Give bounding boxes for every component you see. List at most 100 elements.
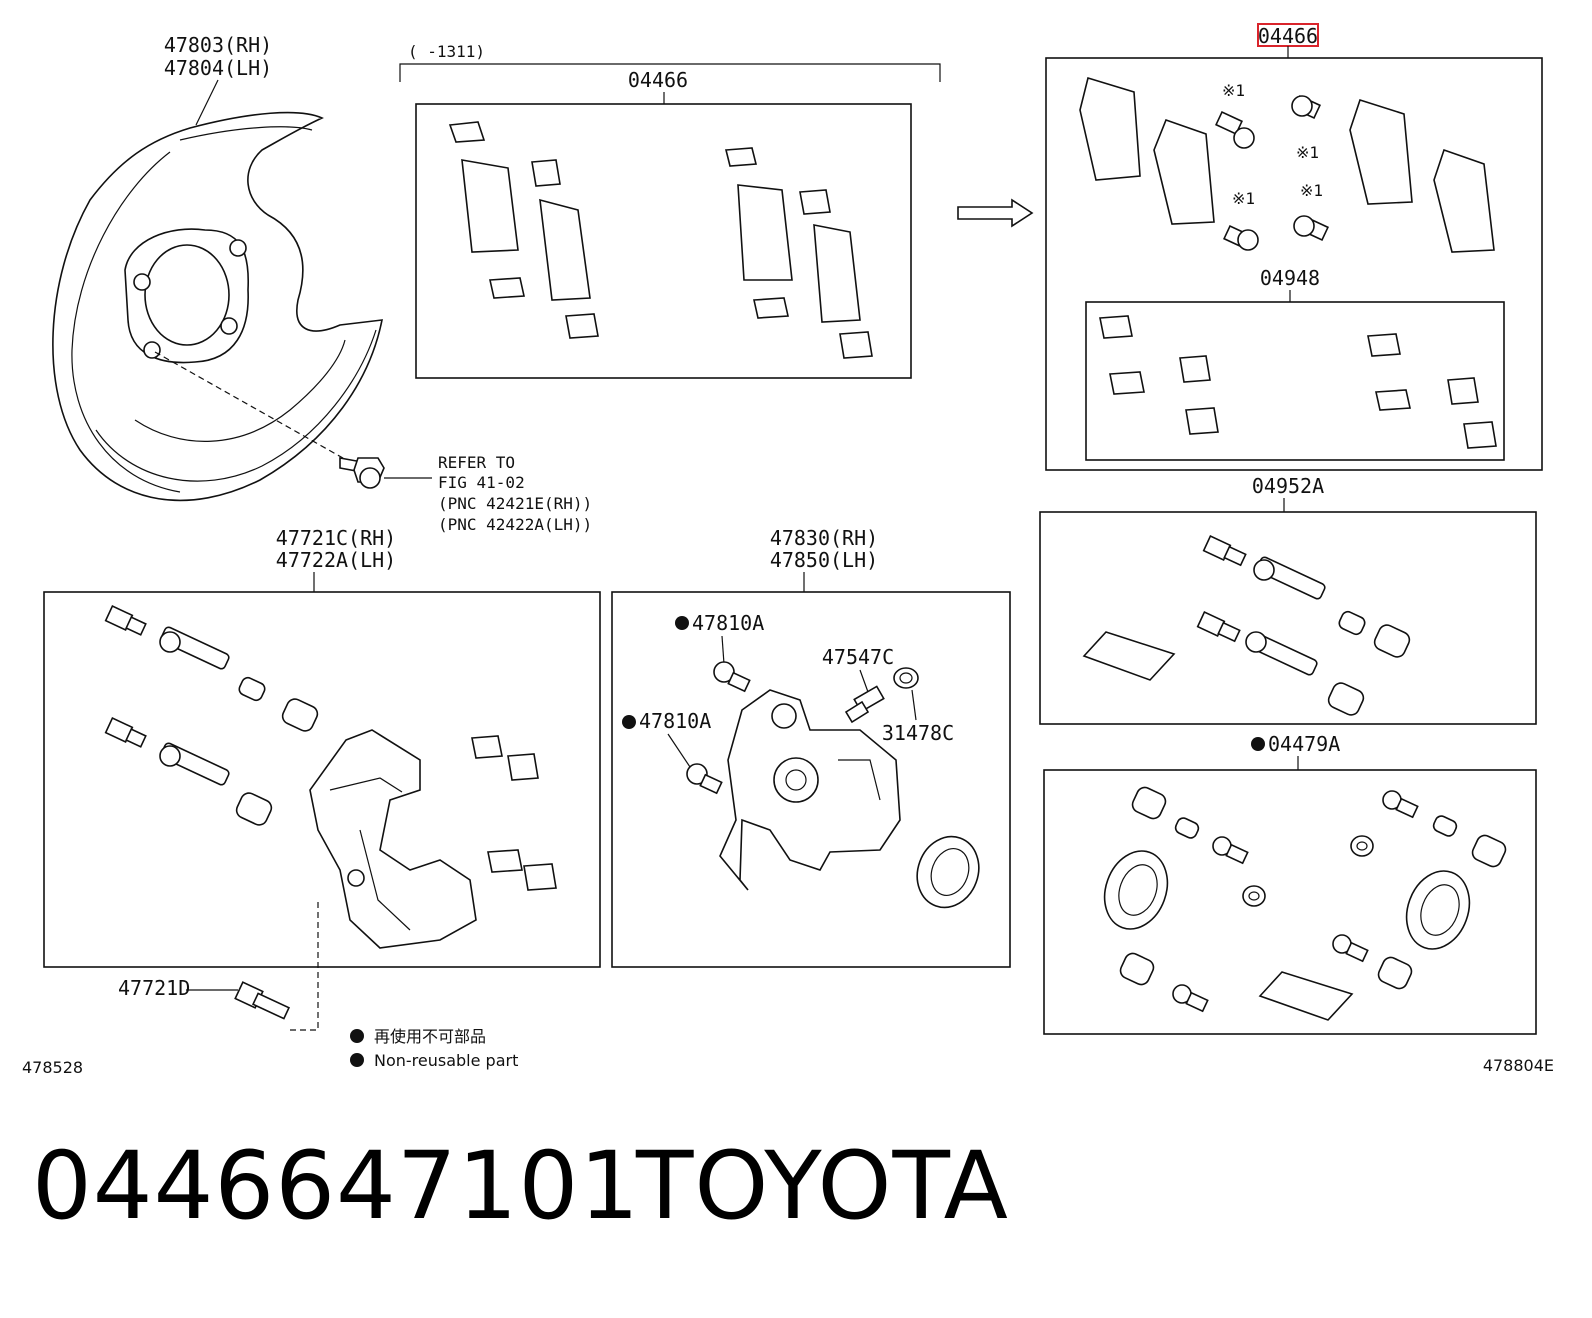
boot bbox=[1338, 610, 1366, 636]
shim-clip bbox=[753, 297, 789, 319]
boot bbox=[1174, 817, 1200, 839]
shim-clip bbox=[1463, 421, 1497, 449]
caliper-bolt bbox=[713, 661, 751, 693]
shim-clip bbox=[507, 753, 539, 781]
slide-pin bbox=[1202, 535, 1247, 567]
brake-pad bbox=[1349, 98, 1413, 205]
label-cap[interactable]: 31478C bbox=[882, 721, 954, 745]
shim-clip bbox=[839, 331, 873, 359]
star-note-4: ※1 bbox=[1300, 181, 1323, 200]
label-bolt-a2[interactable]: 47810A bbox=[639, 709, 711, 733]
shim-clip bbox=[1185, 407, 1219, 435]
boot bbox=[235, 792, 273, 826]
label-slide-kit[interactable]: 04952A bbox=[1252, 474, 1324, 498]
slide-pin bbox=[1245, 631, 1318, 676]
label-cyl-rh[interactable]: 47830(RH) bbox=[770, 526, 878, 550]
shim-clip bbox=[1099, 315, 1133, 339]
label-bushing[interactable]: 47721D bbox=[118, 976, 190, 1000]
label-seal-kit[interactable]: 04479A bbox=[1268, 732, 1340, 756]
bushing-bolt bbox=[234, 981, 291, 1020]
label-mount-rh[interactable]: 47721C(RH) bbox=[276, 526, 396, 550]
pad-kit-new-group: 04466 ※1 ※1 ※1 ※1 04948 bbox=[1045, 23, 1543, 471]
brake-pad bbox=[1433, 148, 1495, 253]
shim-clip bbox=[531, 159, 561, 187]
pad-kit-new-box bbox=[1045, 57, 1543, 471]
piston-seal bbox=[916, 835, 980, 909]
date-range-label: ( -1311) bbox=[408, 42, 485, 61]
dust-shield-group: 47803(RH) 47804(LH) REFER TO FIG 41-02 (… bbox=[52, 33, 592, 534]
shim-clip bbox=[1179, 355, 1211, 383]
grease-packet bbox=[1258, 971, 1354, 1021]
shim-clip bbox=[1367, 333, 1401, 357]
shim-clip bbox=[471, 735, 503, 759]
pad-bolt bbox=[1291, 94, 1321, 120]
shim-clip bbox=[1109, 371, 1145, 395]
boot bbox=[1327, 682, 1365, 716]
refer-line-1: REFER TO bbox=[438, 453, 515, 472]
mounting-box bbox=[43, 591, 601, 968]
shim-kit-box bbox=[1085, 301, 1505, 461]
shim-clip bbox=[487, 849, 523, 873]
pad-kit-old-group: ( -1311) 04466 bbox=[399, 42, 941, 379]
shield-bolt bbox=[339, 457, 385, 489]
seal-kit-box bbox=[1043, 769, 1537, 1035]
shim-clip bbox=[1375, 389, 1411, 411]
slide-pin bbox=[104, 717, 147, 748]
boot bbox=[1377, 956, 1413, 990]
mounting-group: 47721C(RH) 47722A(LH) bbox=[43, 526, 601, 1031]
pad-bolt bbox=[1215, 110, 1255, 149]
seal-bolt bbox=[1212, 836, 1249, 865]
label-pad-kit-highlight[interactable]: 04466 bbox=[1258, 24, 1318, 48]
slide-pin bbox=[159, 626, 230, 670]
cylinder-box bbox=[611, 591, 1011, 968]
bleeder-valve bbox=[844, 685, 885, 724]
label-shim-kit[interactable]: 04948 bbox=[1260, 266, 1320, 290]
non-reusable-dot-icon bbox=[675, 616, 689, 630]
label-pad-kit-left[interactable]: 04466 bbox=[628, 68, 688, 92]
non-reusable-dot-icon bbox=[1251, 737, 1265, 751]
shim-clip bbox=[523, 863, 557, 891]
boot bbox=[281, 698, 319, 732]
boot bbox=[1373, 624, 1411, 658]
boot bbox=[238, 676, 266, 702]
boot bbox=[1119, 952, 1155, 986]
star-note-1: ※1 bbox=[1222, 81, 1245, 100]
brake-pad bbox=[737, 184, 793, 281]
figure-number-right: 478804E bbox=[1483, 1056, 1554, 1075]
label-shield-lh[interactable]: 47804(LH) bbox=[164, 56, 272, 80]
slide-pin bbox=[1253, 556, 1326, 600]
brake-pad bbox=[813, 224, 861, 323]
non-reusable-dot-icon bbox=[350, 1029, 364, 1043]
label-mount-lh[interactable]: 47722A(LH) bbox=[276, 548, 396, 572]
arrow-icon bbox=[957, 198, 1034, 228]
label-shield-rh[interactable]: 47803(RH) bbox=[164, 33, 272, 57]
seal-bolt bbox=[1172, 984, 1209, 1013]
piston-seal bbox=[1103, 850, 1169, 930]
legend-en: Non-reusable part bbox=[374, 1051, 518, 1070]
non-reusable-dot-icon bbox=[622, 715, 636, 729]
boot bbox=[1432, 815, 1458, 837]
figure-number-left: 478528 bbox=[22, 1058, 83, 1077]
non-reusable-dot-icon bbox=[350, 1053, 364, 1067]
label-bleeder[interactable]: 47547C bbox=[822, 645, 894, 669]
refer-line-2: FIG 41-02 bbox=[438, 473, 525, 492]
refer-line-3: (PNC 42421E(RH)) bbox=[438, 494, 592, 513]
cylinder-group: 47830(RH) 47850(LH) 47810A 47810A 47547C… bbox=[611, 526, 1011, 968]
piston-seal bbox=[1405, 870, 1471, 950]
brake-pad bbox=[1079, 76, 1141, 181]
pad-kit-box bbox=[415, 103, 912, 379]
star-note-2: ※1 bbox=[1296, 143, 1319, 162]
label-bolt-a1[interactable]: 47810A bbox=[692, 611, 764, 635]
legend-jp: 再使用不可部品 bbox=[374, 1027, 486, 1046]
shim-clip bbox=[724, 147, 758, 167]
boot bbox=[1131, 786, 1167, 820]
pad-bolt bbox=[1223, 224, 1259, 251]
shim-clip bbox=[1447, 377, 1479, 405]
seal-bolt bbox=[1332, 934, 1369, 963]
caliper-bolt bbox=[686, 763, 723, 795]
star-note-3: ※1 bbox=[1232, 189, 1255, 208]
shim-clip bbox=[448, 121, 486, 143]
slide-kit-group: 04952A bbox=[1039, 474, 1537, 725]
label-cyl-lh[interactable]: 47850(LH) bbox=[770, 548, 878, 572]
